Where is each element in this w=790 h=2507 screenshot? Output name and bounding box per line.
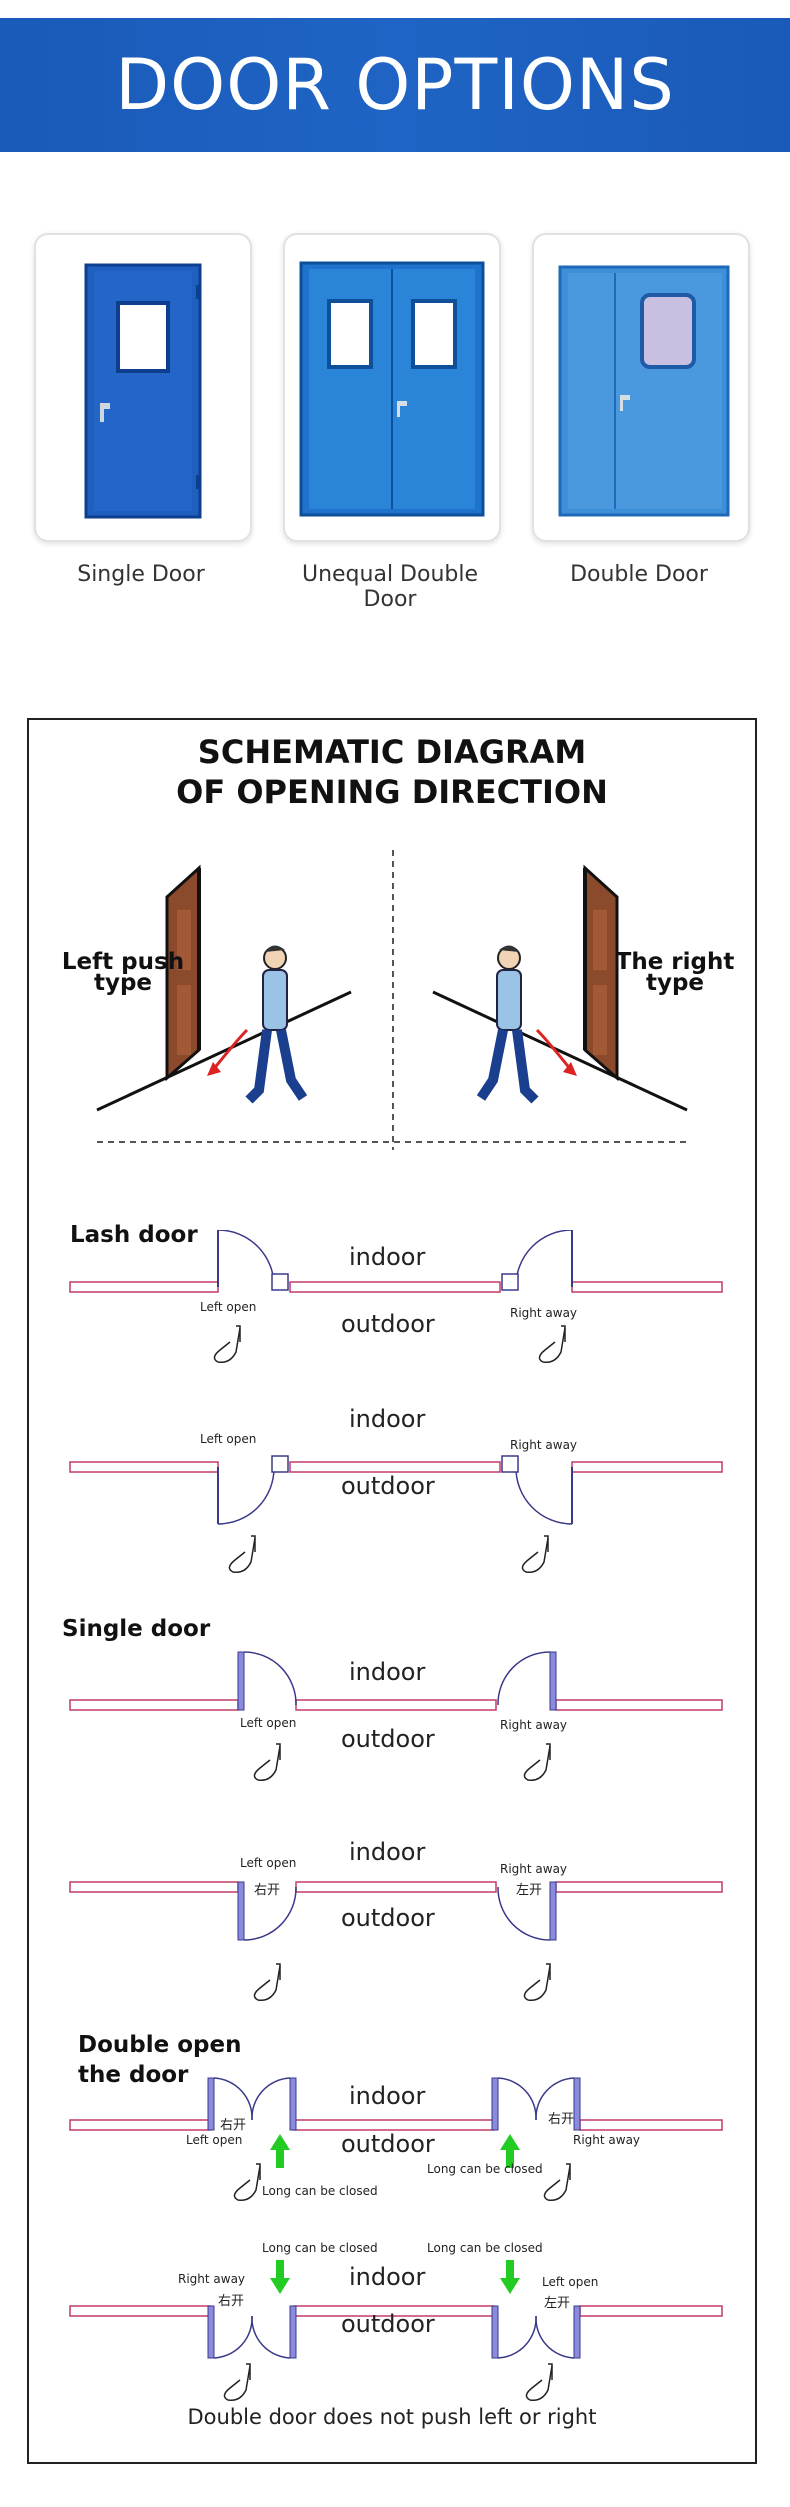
diagram-title-line2: OF OPENING DIRECTION xyxy=(176,773,608,811)
left-push-type-label: Left push type xyxy=(48,949,198,996)
door-caption-unequal-double: Unequal Double Door xyxy=(301,562,479,612)
plan3-left-open: Left open xyxy=(240,1716,297,1730)
plan6-right-away: Right away xyxy=(178,2272,246,2286)
plan2-indoor: indoor xyxy=(349,1405,426,1433)
left-push-line2: type xyxy=(93,970,153,996)
plan5-indoor: indoor xyxy=(349,2082,426,2110)
footer-note: Double door does not push left or right xyxy=(187,2405,597,2429)
banner-title: DOOR OPTIONS xyxy=(115,44,675,126)
plan1-indoor: indoor xyxy=(349,1243,426,1271)
double-open-line1: Double open xyxy=(78,2032,242,2058)
plan-lash-outdoor xyxy=(69,1455,723,1574)
plan5-right-away: Right away xyxy=(573,2133,641,2147)
right-type-label: The right type xyxy=(600,949,750,996)
door-caption-double: Double Door xyxy=(570,562,708,587)
plan4-left-open: Left open xyxy=(240,1856,297,1870)
plan5-cn-right: 右开 xyxy=(220,2118,247,2133)
right-type-line1: The right xyxy=(615,949,735,975)
plan5-left-open: Left open xyxy=(186,2133,243,2147)
plan2-right-away: Right away xyxy=(510,1438,578,1452)
plan-single-outdoor xyxy=(69,1881,723,2002)
door-card-unequal-double[interactable] xyxy=(283,233,501,542)
plan6-indoor: indoor xyxy=(349,2263,426,2291)
plan4-cn-left: 左开 xyxy=(516,1883,543,1898)
plan3-indoor: indoor xyxy=(349,1658,426,1686)
door-card-double[interactable] xyxy=(532,233,750,542)
plan-single-indoor xyxy=(69,1651,723,1782)
plan6-outdoor: outdoor xyxy=(341,2310,435,2338)
plan5-long-closed-right: Long can be closed xyxy=(427,2162,543,2176)
plan5-outdoor: outdoor xyxy=(341,2130,435,2158)
plan-double-outdoor xyxy=(69,2260,723,2402)
door-caption-single: Single Door xyxy=(77,562,205,587)
right-type-line2: type xyxy=(645,970,705,996)
section-double-open-door: Double open the door xyxy=(78,2030,241,2090)
diagram-title-line1: SCHEMATIC DIAGRAM xyxy=(197,733,587,771)
plan6-cn-right: 右开 xyxy=(218,2294,245,2309)
plan4-cn-right: 右开 xyxy=(254,1883,281,1898)
plan1-outdoor: outdoor xyxy=(341,1310,435,1338)
plan6-left-open: Left open xyxy=(542,2275,599,2289)
schematic-diagram-frame xyxy=(27,718,757,2464)
left-push-line1: Left push xyxy=(61,949,185,975)
plan6-long-closed-left: Long can be closed xyxy=(262,2241,378,2255)
section-lash-door: Lash door xyxy=(70,1222,198,1248)
opening-direction-illustration xyxy=(96,850,688,1150)
plan6-long-closed-right: Long can be closed xyxy=(427,2241,543,2255)
plan1-right-away: Right away xyxy=(510,1306,578,1320)
plan4-right-away: Right away xyxy=(500,1862,568,1876)
plan4-outdoor: outdoor xyxy=(341,1904,435,1932)
plan-lash-indoor xyxy=(69,1230,723,1364)
plan1-left-open: Left open xyxy=(200,1300,257,1314)
diagram-title: SCHEMATIC DIAGRAM OF OPENING DIRECTION xyxy=(27,732,757,812)
plan2-outdoor: outdoor xyxy=(341,1472,435,1500)
plan6-cn-left: 左开 xyxy=(544,2296,571,2311)
double-open-line2: the door xyxy=(78,2062,189,2088)
plan5-cn-left: 右开 xyxy=(548,2112,575,2127)
banner: DOOR OPTIONS xyxy=(0,18,790,152)
plan3-outdoor: outdoor xyxy=(341,1725,435,1753)
section-single-door: Single door xyxy=(62,1616,211,1642)
door-card-single[interactable] xyxy=(34,233,252,542)
plan2-left-open: Left open xyxy=(200,1432,257,1446)
plan4-indoor: indoor xyxy=(349,1838,426,1866)
plan-double-indoor xyxy=(69,2077,723,2202)
plan5-long-closed-left: Long can be closed xyxy=(262,2184,378,2198)
plan3-right-away: Right away xyxy=(500,1718,568,1732)
